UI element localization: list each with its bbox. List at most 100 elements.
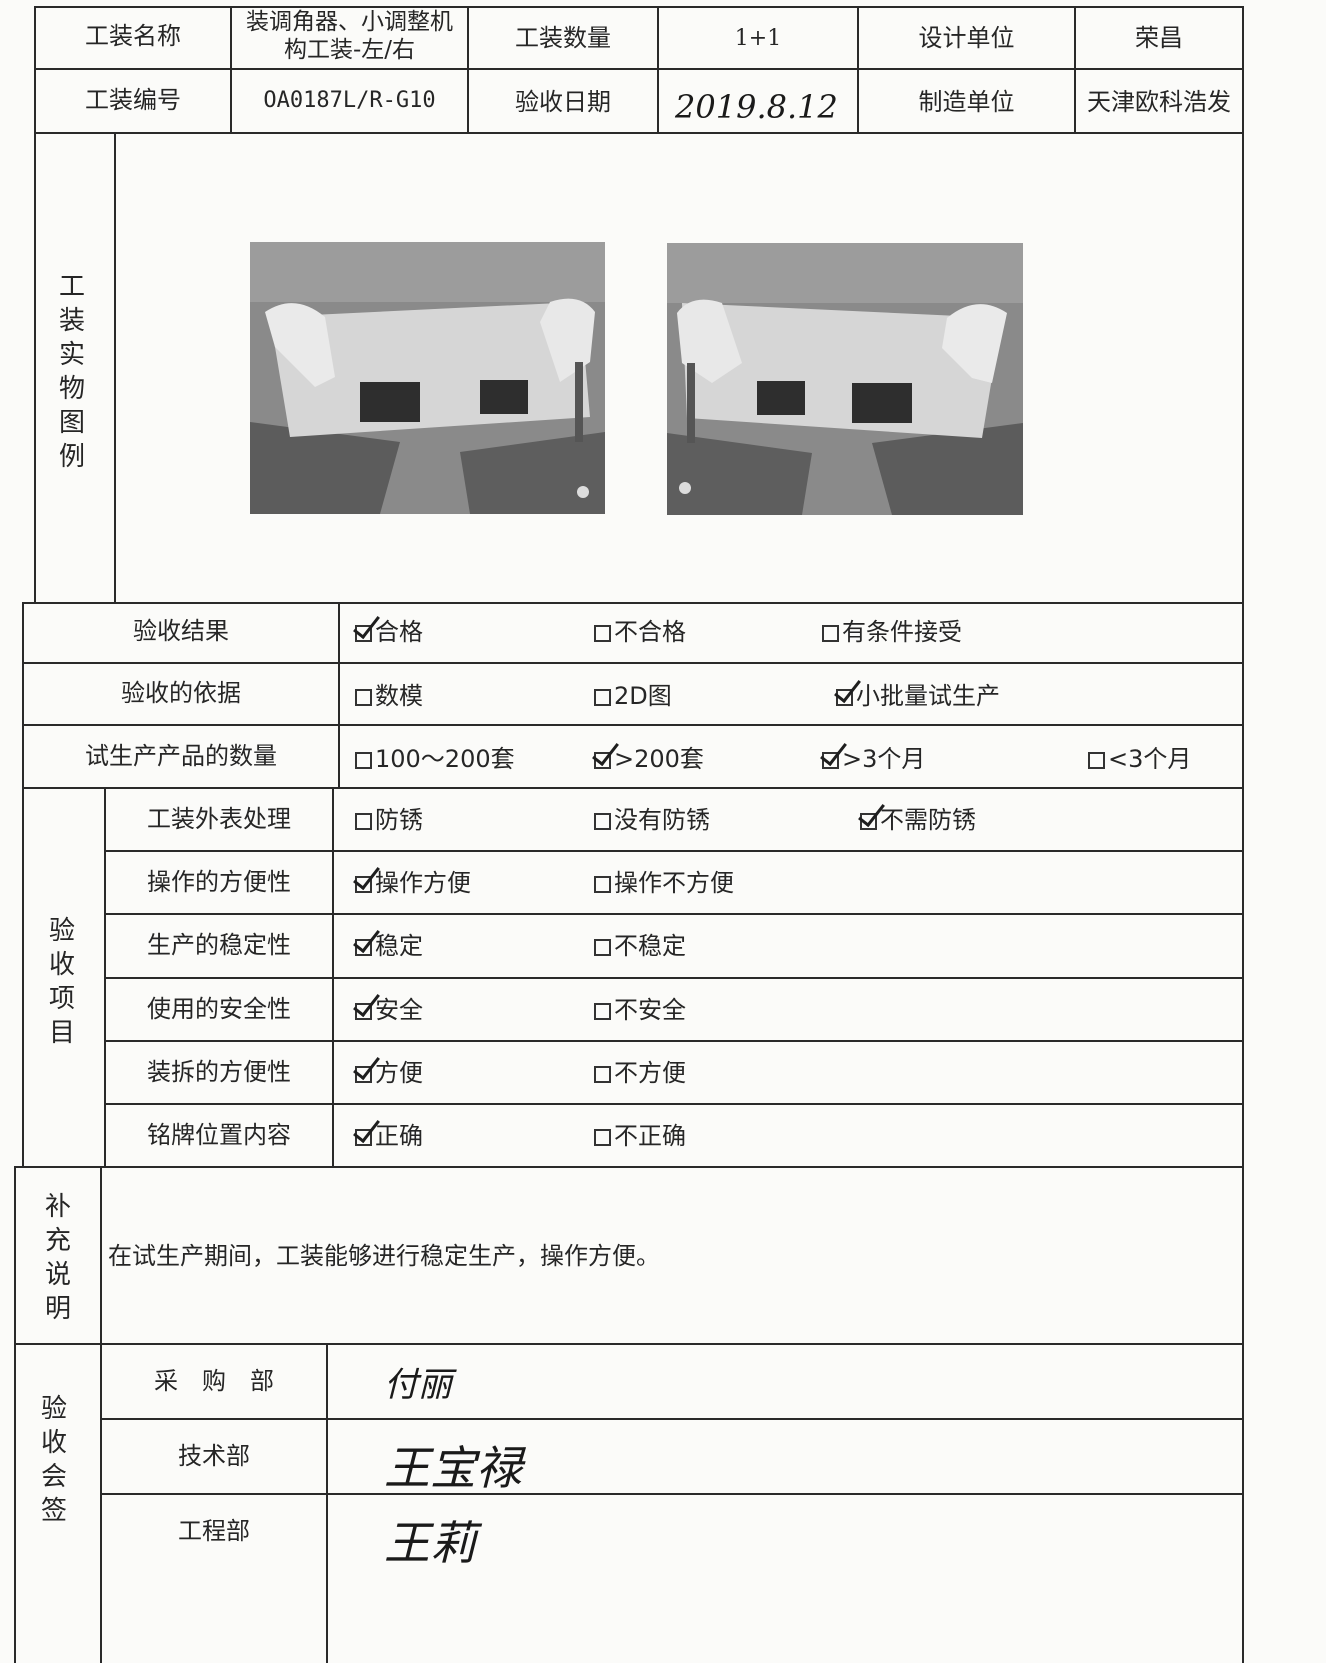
checkbox-option-label: 不需防锈: [880, 806, 976, 834]
checkbox-option[interactable]: >3个月: [822, 744, 925, 774]
empty-box-icon[interactable]: [594, 939, 611, 956]
vertical-label-char: 说: [44, 1260, 71, 1290]
checked-box-icon[interactable]: [594, 752, 611, 769]
grid-line: [100, 1418, 1244, 1420]
checked-box-icon[interactable]: [355, 939, 372, 956]
signoff-signature: 付丽: [384, 1365, 452, 1405]
checkbox-option[interactable]: 数模: [355, 681, 423, 711]
checkbox-option-label: 不稳定: [614, 932, 686, 960]
empty-box-icon[interactable]: [594, 625, 611, 642]
grid-line: [1074, 6, 1076, 132]
checkbox-option[interactable]: >200套: [594, 744, 704, 774]
grid-line: [467, 6, 469, 132]
checked-box-icon[interactable]: [355, 876, 372, 893]
checkbox-option[interactable]: 防锈: [355, 805, 423, 835]
checked-box-icon[interactable]: [355, 625, 372, 642]
empty-box-icon[interactable]: [594, 1003, 611, 1020]
checkbox-option[interactable]: 安全: [355, 995, 423, 1025]
empty-box-icon[interactable]: [355, 752, 372, 769]
checkbox-option-label: 数模: [375, 682, 423, 710]
checkbox-option[interactable]: 不稳定: [594, 931, 686, 961]
checkbox-option[interactable]: 不合格: [594, 617, 686, 647]
vertical-label-char: 明: [44, 1294, 71, 1324]
checkbox-option[interactable]: 不安全: [594, 995, 686, 1025]
vertical-label-char: 图: [58, 408, 85, 438]
vertical-label-char: 实: [58, 340, 85, 370]
grid-line: [104, 850, 1244, 852]
checkbox-option[interactable]: 正确: [355, 1121, 423, 1151]
tool-name-label: 工装名称: [85, 22, 181, 50]
checkbox-option[interactable]: 方便: [355, 1058, 423, 1088]
empty-box-icon[interactable]: [822, 625, 839, 642]
checkbox-option[interactable]: 没有防锈: [594, 805, 710, 835]
checkbox-option[interactable]: 2D图: [594, 681, 672, 711]
checked-box-icon[interactable]: [355, 1066, 372, 1083]
checked-box-icon[interactable]: [355, 1129, 372, 1146]
grid-line: [34, 68, 1244, 70]
checkbox-option-label: 正确: [375, 1122, 423, 1150]
grid-line: [338, 602, 340, 787]
fixture-photo-right: [667, 243, 1023, 515]
empty-box-icon[interactable]: [355, 813, 372, 830]
vertical-label-char: 收: [40, 1428, 67, 1458]
vertical-label-char: 验: [40, 1394, 67, 1424]
checkbox-option[interactable]: 100～200套: [355, 744, 515, 774]
empty-box-icon[interactable]: [594, 689, 611, 706]
tool-name-value: 装调角器、小调整机 构工装-左/右: [232, 8, 467, 64]
checkbox-option[interactable]: 小批量试生产: [836, 681, 1000, 711]
grid-line: [22, 662, 1244, 664]
checked-box-icon[interactable]: [860, 813, 877, 830]
checkbox-option[interactable]: 有条件接受: [822, 617, 962, 647]
notes-section-label: 补充说明: [38, 1190, 78, 1326]
checkbox-option-label: 方便: [375, 1059, 423, 1087]
checkbox-option-label: 安全: [375, 996, 423, 1024]
vertical-label-char: 工: [58, 272, 85, 302]
signoff-signature: 王宝禄: [384, 1441, 522, 1495]
empty-box-icon[interactable]: [355, 689, 372, 706]
checked-box-icon[interactable]: [822, 752, 839, 769]
checkbox-option-label: 2D图: [614, 682, 672, 710]
signoff-section-label: 验收会签: [34, 1392, 74, 1528]
grid-line: [114, 132, 116, 602]
checkbox-option[interactable]: <3个月: [1088, 744, 1191, 774]
grid-line: [100, 1166, 102, 1663]
checkbox-option[interactable]: 不正确: [594, 1121, 686, 1151]
checkbox-option[interactable]: 不方便: [594, 1058, 686, 1088]
vertical-label-char: 会: [40, 1462, 67, 1492]
checkbox-option[interactable]: 合格: [355, 617, 423, 647]
checkbox-option[interactable]: 不需防锈: [860, 805, 976, 835]
checkbox-option-label: 稳定: [375, 932, 423, 960]
checkbox-option[interactable]: 操作方便: [355, 868, 471, 898]
empty-box-icon[interactable]: [594, 1066, 611, 1083]
checked-box-icon[interactable]: [836, 689, 853, 706]
tool-qty-label: 工装数量: [515, 24, 611, 52]
vertical-label-char: 项: [48, 984, 75, 1014]
grid-line: [857, 6, 859, 132]
grid-line: [104, 977, 1244, 979]
empty-box-icon[interactable]: [594, 876, 611, 893]
vertical-label-char: 补: [44, 1192, 71, 1222]
grid-line: [1242, 6, 1244, 1663]
tool-code-value: OA0187L/R-G10: [263, 88, 436, 113]
checkbox-option[interactable]: 稳定: [355, 931, 423, 961]
checkbox-option[interactable]: 操作不方便: [594, 868, 734, 898]
grid-line: [326, 1343, 328, 1663]
vertical-label-char: 签: [40, 1496, 67, 1526]
basis-label: 验收的依据: [121, 679, 241, 707]
checkbox-option-label: 没有防锈: [614, 806, 710, 834]
grid-line: [22, 602, 24, 1166]
empty-box-icon[interactable]: [594, 813, 611, 830]
empty-box-icon[interactable]: [1088, 752, 1105, 769]
grid-line: [104, 787, 106, 1166]
grid-line: [22, 602, 1244, 604]
empty-box-icon[interactable]: [594, 1129, 611, 1146]
checked-box-icon[interactable]: [355, 1003, 372, 1020]
grid-line: [14, 1166, 1244, 1168]
maker-unit-value: 天津欧科浩发: [1087, 88, 1231, 116]
checkbox-option-label: 合格: [375, 618, 423, 646]
signoff-dept-label: 工程部: [178, 1517, 250, 1545]
checkbox-option-label: 操作不方便: [614, 869, 734, 897]
items-section-label: 验收项目: [42, 914, 82, 1050]
result-label: 验收结果: [133, 617, 229, 645]
grid-line: [104, 913, 1244, 915]
